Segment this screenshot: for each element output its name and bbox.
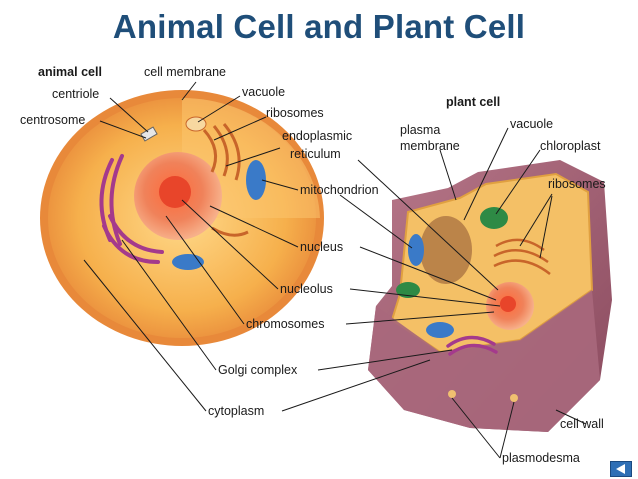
label-plasma-line1: plasma	[400, 123, 440, 137]
plant-er	[493, 238, 551, 275]
plant-golgi	[446, 335, 498, 356]
label-mitochondrion: mitochondrion	[300, 183, 379, 197]
label-animal-vacuole: vacuole	[242, 85, 285, 99]
animal-golgi	[99, 154, 164, 264]
label-nucleus: nucleus	[300, 240, 343, 254]
label-plant-vacuole: vacuole	[510, 117, 553, 131]
back-arrow-icon	[616, 464, 625, 474]
plant-cell	[368, 160, 612, 432]
leader-lines	[83, 81, 587, 459]
label-nucleolus: nucleolus	[280, 282, 333, 296]
plasmodesma-pore	[448, 390, 456, 398]
label-centriole: centriole	[52, 87, 99, 101]
plant-wall-front	[368, 290, 600, 432]
label-chromosomes: chromosomes	[246, 317, 325, 331]
plasmodesma-pore-2	[510, 394, 518, 402]
back-button[interactable]	[610, 461, 632, 477]
label-plasma-line2: membrane	[400, 139, 460, 153]
animal-mitochondrion	[246, 160, 266, 200]
plant-chloroplast	[480, 207, 508, 229]
label-er-line1: endoplasmic	[282, 129, 352, 143]
label-plasmodesma: plasmodesma	[502, 451, 580, 465]
label-golgi: Golgi complex	[218, 363, 298, 377]
label-plant-ribosomes: ribosomes	[548, 177, 606, 191]
animal-er	[202, 123, 249, 237]
label-er-line2: reticulum	[290, 147, 341, 161]
page-title: Animal Cell and Plant Cell	[112, 8, 526, 45]
label-centrosome: centrosome	[20, 113, 85, 127]
label-cell-membrane: cell membrane	[144, 65, 226, 79]
plant-mitochondrion	[408, 234, 424, 266]
plant-mitochondrion-2	[426, 322, 454, 338]
plant-chloroplast-2	[396, 282, 420, 298]
animal-cell-heading: animal cell	[38, 65, 102, 79]
label-animal-ribosomes: ribosomes	[266, 106, 324, 120]
plant-cell-heading: plant cell	[446, 95, 500, 109]
label-cell-wall: cell wall	[560, 417, 604, 431]
label-cytoplasm: cytoplasm	[208, 404, 264, 418]
plant-vacuole	[420, 216, 472, 284]
label-chloroplast: chloroplast	[540, 139, 601, 153]
plant-nucleolus	[500, 296, 516, 312]
animal-nucleolus	[159, 176, 191, 208]
